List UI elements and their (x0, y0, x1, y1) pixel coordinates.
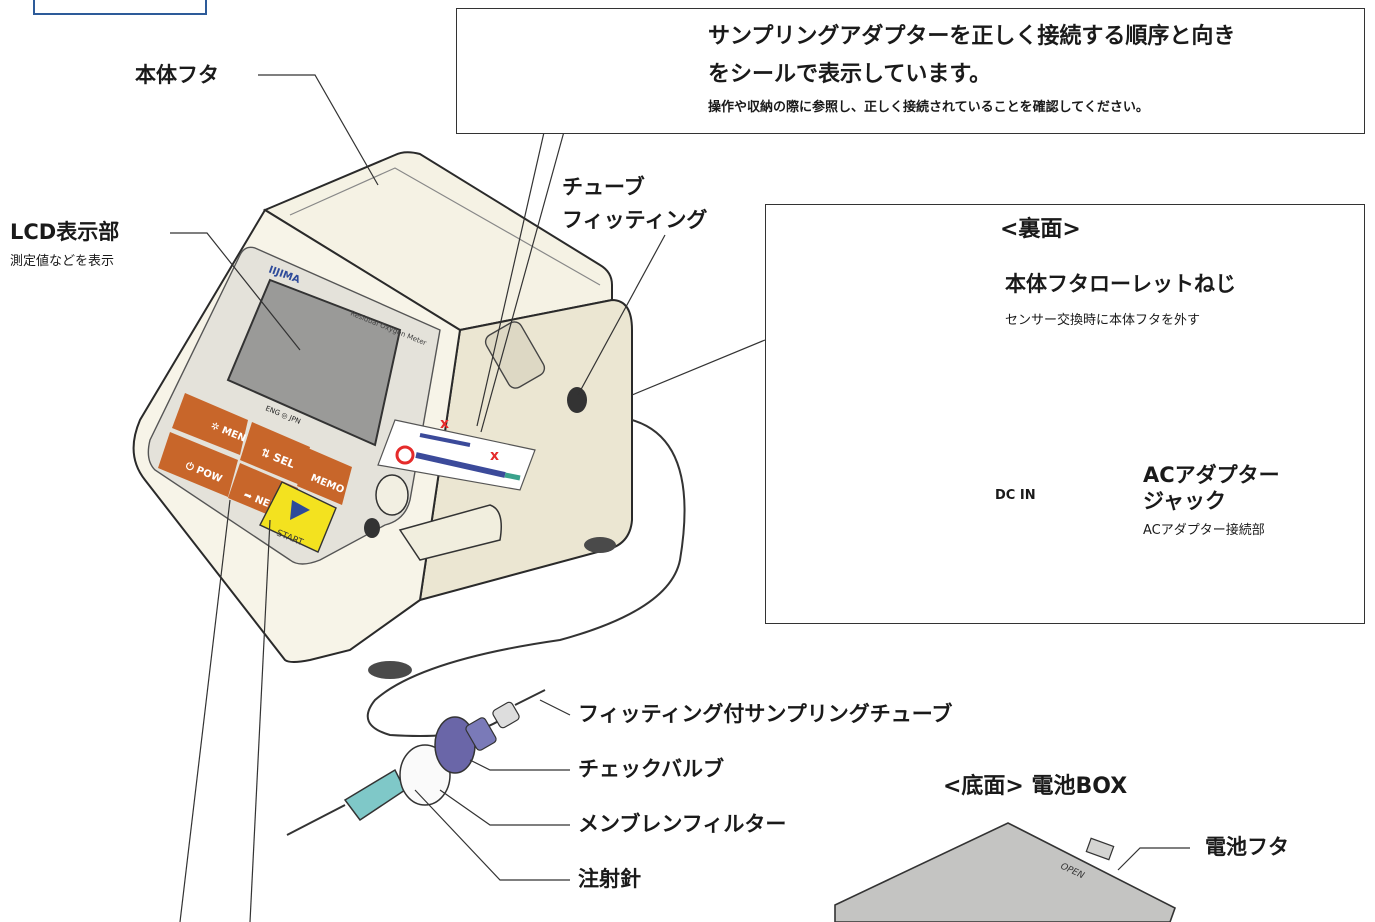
leader-lines (170, 74, 1190, 922)
label-jack-1: ACアダプター (1143, 463, 1280, 487)
label-check-valve: チェックバルブ (578, 757, 724, 781)
sampling-adapter (286, 689, 546, 836)
label-dc-in: DC IN (995, 488, 1036, 503)
callout-line-3: 操作や収納の際に参照し、正しく接続されていることを確認してください。 (708, 100, 1149, 115)
label-battery-cover: 電池フタ (1205, 835, 1289, 859)
label-lcd: LCD表示部 (10, 220, 120, 244)
svg-text:x: x (490, 448, 499, 464)
label-jack-2: ジャック (1143, 489, 1226, 513)
button-pow: ⏻ POW (158, 432, 238, 497)
callout-line-1: サンプリングアダプターを正しく接続する順序と向き (708, 24, 1236, 49)
label-screw-desc: センサー交換時に本体フタを外す (1005, 313, 1201, 328)
label-membrane-filter: メンブレンフィルター (578, 812, 787, 836)
label-cover: 本体フタ (135, 63, 219, 87)
back-panel-title: <裏面> (1000, 217, 1081, 242)
label-sampling-tube: フィッティング付サンプリングチューブ (578, 702, 953, 726)
battery-cover-drawing: OPEN (834, 822, 1176, 922)
sticker-callout-box (456, 8, 1365, 134)
button-memo: MEMO (297, 448, 352, 505)
label-needle: 注射針 (578, 867, 641, 891)
label-tube-fitting-1: チューブ (562, 175, 645, 199)
label-tube-fitting-2: フィッティング (562, 208, 708, 232)
label-screw: 本体フタローレットねじ (1005, 272, 1236, 296)
sampling-cable (366, 419, 686, 737)
label-jack-desc: ACアダプター接続部 (1143, 523, 1265, 538)
button-sel: ⇅ SEL (240, 422, 310, 485)
back-panel-box (765, 204, 1365, 624)
label-lcd-desc: 測定値などを表示 (10, 254, 115, 269)
callout-line-2: をシールで表示しています。 (708, 62, 992, 87)
section-tab-frame (33, 0, 207, 15)
device-body: x x ✲ MENU ⇅ SEL MEMO ⏻ POW ➦ NEXT START… (132, 151, 633, 679)
svg-text:x: x (440, 416, 449, 432)
bottom-title: <底面> 電池BOX (943, 774, 1128, 799)
